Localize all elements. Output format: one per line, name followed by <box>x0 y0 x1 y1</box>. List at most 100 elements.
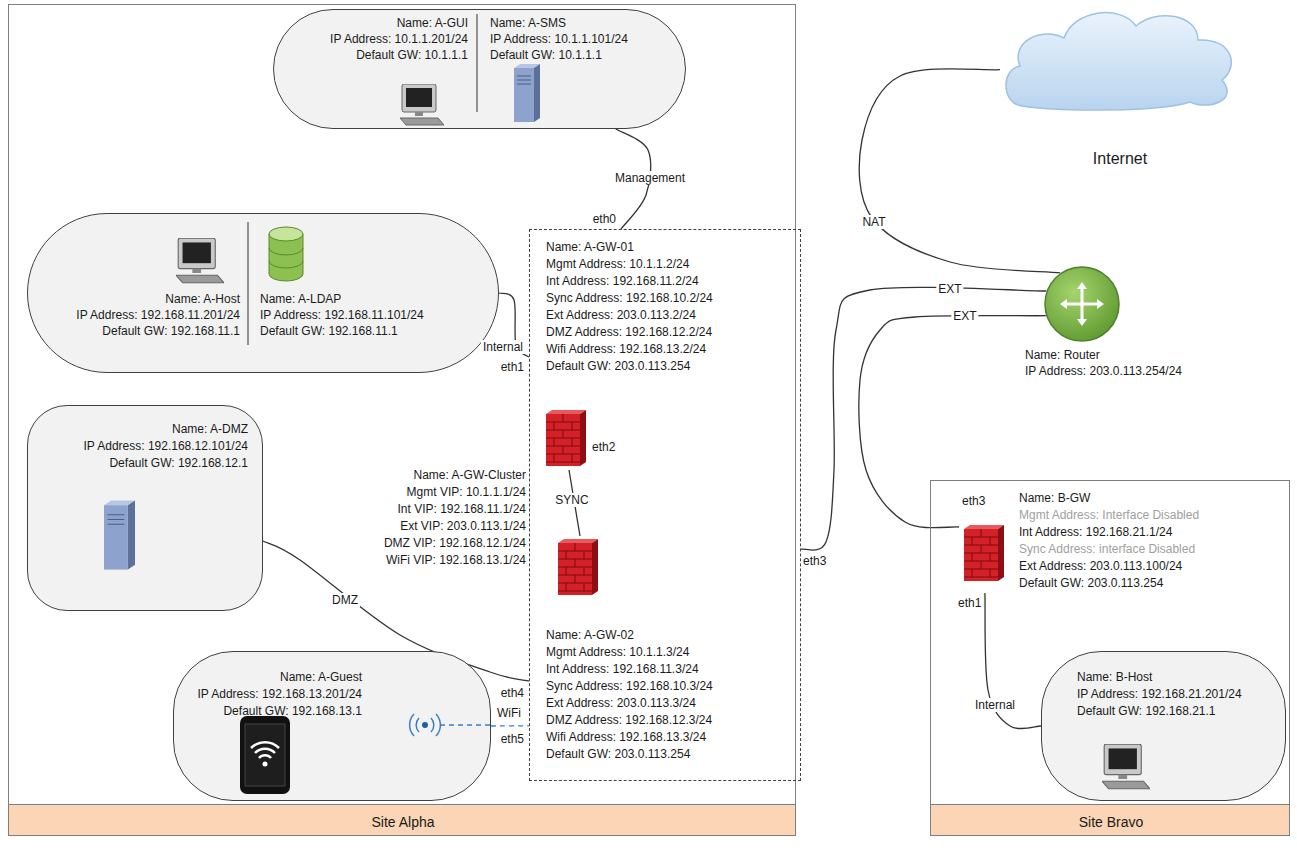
node-text: Int Address: 192.168.11.2/24 <box>546 274 699 288</box>
node-text: Mgmt Address: 10.1.1.2/24 <box>546 257 689 271</box>
firewall-icon <box>964 525 1004 581</box>
gateway-member: Name: A-GW-01Mgmt Address: 10.1.1.2/24In… <box>542 234 792 470</box>
node-text: IP Address: 192.168.11.201/24 <box>76 308 240 322</box>
node-text: Name: A-Host <box>165 292 240 306</box>
node-text: Wifi Address: 192.168.13.3/24 <box>546 730 706 744</box>
node-text: Wifi Address: 192.168.13.2/24 <box>546 342 706 356</box>
database-icon <box>269 227 303 281</box>
edge-label: DMZ <box>330 593 360 607</box>
node-text: IP Address: 192.168.11.101/24 <box>260 308 424 322</box>
node-text: Name: B-Host <box>1077 670 1152 684</box>
node-text: Default GW: 192.168.21.1 <box>1077 704 1216 718</box>
node-text: Ext Address: 203.0.113.2/24 <box>546 308 696 322</box>
node-text: Ext VIP: 203.0.113.1/24 <box>400 519 526 533</box>
node-text: Name: B-GW <box>1019 491 1090 505</box>
node-text: Default GW: 10.1.1.1 <box>356 48 468 62</box>
edge-label: Management <box>613 171 687 185</box>
edge-label: SYNC <box>553 493 590 507</box>
node-text: Mgmt Address: 10.1.1.3/24 <box>546 645 689 659</box>
node-text: Default GW: 203.0.113.254 <box>546 747 690 761</box>
node-text: DMZ Address: 192.168.12.3/24 <box>546 713 712 727</box>
node-text: Default GW: 203.0.113.254 <box>1019 576 1163 590</box>
connector <box>859 316 1046 528</box>
tablet-icon <box>240 716 290 794</box>
internet-cloud: Internet <box>1000 4 1240 110</box>
firewall-icon <box>558 539 598 595</box>
port-label: eth1 <box>501 360 524 374</box>
node-text: IP Address: 10.1.1.101/24 <box>490 32 628 46</box>
node-text: IP Address: 192.168.13.201/24 <box>197 687 362 701</box>
node-text: Site Bravo <box>1079 814 1144 830</box>
node-text: Name: A-DMZ <box>172 422 248 436</box>
node-text: Int VIP: 192.168.11.1/24 <box>397 502 526 516</box>
gateway-member: Name: A-GW-02Mgmt Address: 10.1.1.3/24In… <box>542 536 792 780</box>
port-label: eth4 <box>501 686 524 700</box>
node-text: Ext Address: 203.0.113.3/24 <box>546 696 696 710</box>
firewall-icon <box>546 410 586 466</box>
node-text: Mgmt Address: Interface Disabled <box>1019 508 1199 522</box>
node-text: Name: A-GW-Cluster <box>414 468 526 482</box>
node-text: Default GW: 192.168.11.1 <box>102 324 240 338</box>
server-icon <box>104 500 135 569</box>
server-icon <box>514 64 540 122</box>
router: Name: RouterIP Address: 203.0.113.254/24 <box>1044 266 1120 342</box>
node-text: Name: A-GUI <box>397 16 468 30</box>
node-text: IP Address: 10.1.1.201/24 <box>330 32 468 46</box>
node-text: IP Address: 192.168.21.201/24 <box>1077 687 1242 701</box>
node-text: Name: A-GW-01 <box>546 240 634 254</box>
computer-icon <box>176 238 224 283</box>
node-text: DMZ VIP: 192.168.12.1/24 <box>384 536 526 550</box>
host-group: Name: A-GUI IP Address: 10.1.1.201/24Defa… <box>273 9 686 129</box>
node-text: Name: Router <box>1025 348 1100 362</box>
edge-label: Internal <box>973 698 1017 712</box>
node-text: Default GW: 10.1.1.1 <box>490 48 602 62</box>
node-text: Int Address: 192.168.11.3/24 <box>546 662 699 676</box>
connector <box>491 725 529 727</box>
node-text: Ext Address: 203.0.113.100/24 <box>1019 559 1182 573</box>
connector <box>801 287 1046 550</box>
node-text: Default GW: 192.168.13.1 <box>223 704 362 718</box>
server-group: Name: A-DMZ IP Address: 192.168.12.101/24… <box>27 405 263 611</box>
edge-label: WiFi <box>495 706 523 720</box>
node-text: Default GW: 203.0.113.254 <box>546 359 690 373</box>
node-text: Sync Address: interface Disabled <box>1019 542 1195 556</box>
node-text: DMZ Address: 192.168.12.2/24 <box>546 325 712 339</box>
edge-label: EXT <box>936 282 963 296</box>
guest-group: Name: A-Guest IP Address: 192.168.13.201/… <box>173 651 491 801</box>
node-text: IP Address: 203.0.113.254/24 <box>1025 364 1182 378</box>
wifi-emitter <box>410 714 490 736</box>
host-group: Name: B-Host IP Address: 192.168.21.201/2… <box>1041 651 1286 801</box>
port-label: eth3 <box>962 494 985 508</box>
node-text: Name: A-LDAP <box>260 292 341 306</box>
node-text: Internet <box>1093 150 1147 168</box>
computer-icon <box>400 84 444 125</box>
circle-outline <box>1044 266 1120 342</box>
node-text: Default GW: 192.168.12.1 <box>109 456 248 470</box>
node-text: IP Address: 192.168.12.101/24 <box>83 439 248 453</box>
node-text: Default GW: 192.168.11.1 <box>260 324 398 338</box>
node-text: WiFi VIP: 192.168.13.1/24 <box>386 553 526 567</box>
port-label: eth2 <box>592 440 615 454</box>
node-text: Int Address: 192.168.21.1/24 <box>1019 525 1172 539</box>
node-text: Name: A-Guest <box>280 670 362 684</box>
port-label: eth0 <box>593 212 616 226</box>
port-label: eth3 <box>803 554 826 568</box>
site-region: Site Alpha Name: A-GUI IP Address: 10.1.1.… <box>8 4 796 836</box>
host-group: Name: A-Host IP Address: 192.168.11.201/2… <box>27 213 499 373</box>
computer-icon <box>1102 744 1150 789</box>
gateway: Name: B-GW Mgmt Address: Interface Disabl… <box>959 489 1241 593</box>
port-label: eth5 <box>501 732 524 746</box>
node-text: Name: A-GW-02 <box>546 628 634 642</box>
edge-label: Internal <box>481 340 525 354</box>
site-region: Site Bravo Name: B-GW Mgmt Address: Interf… <box>930 480 1290 836</box>
edge-label: EXT <box>951 309 978 323</box>
node-text: Site Alpha <box>371 814 434 830</box>
port-label: eth1 <box>958 596 981 610</box>
cloud-outline <box>1000 4 1240 110</box>
node-text: Name: A-SMS <box>490 16 566 30</box>
node-text: Sync Address: 192.168.10.3/24 <box>546 679 713 693</box>
node-text: Mgmt VIP: 10.1.1.1/24 <box>407 485 526 499</box>
edge-label: NAT <box>860 215 887 229</box>
divider <box>248 14 477 345</box>
node-text: Sync Address: 192.168.10.2/24 <box>546 291 713 305</box>
